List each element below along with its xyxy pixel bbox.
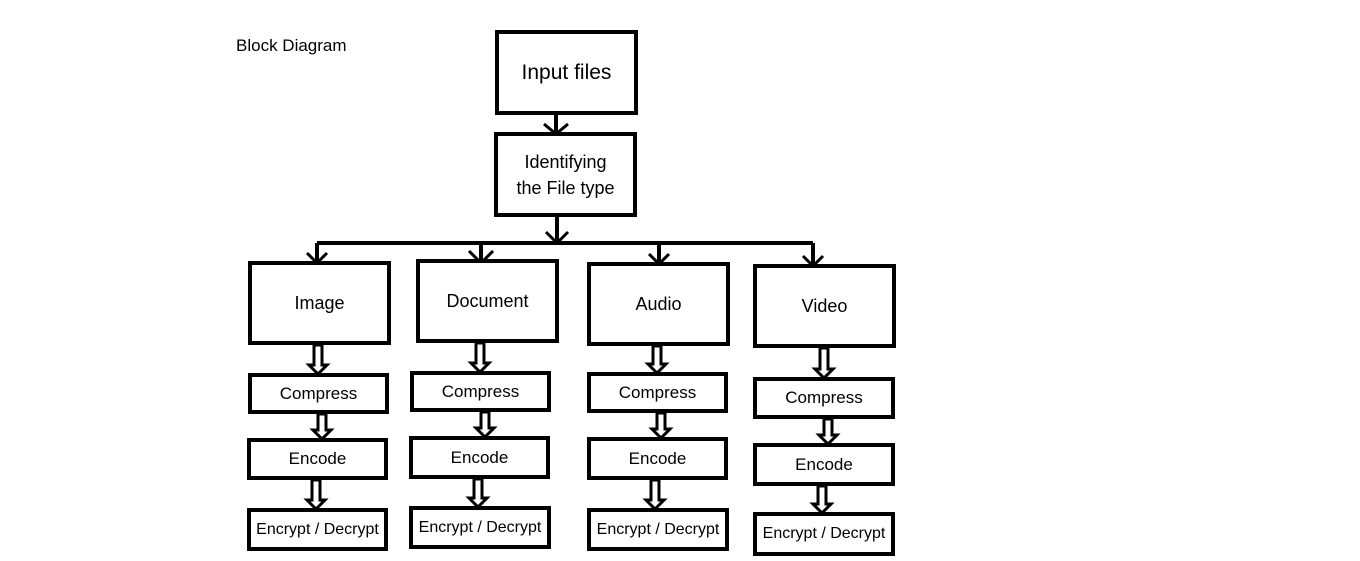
document-encode-box: Encode xyxy=(409,436,550,479)
encode-label: Encode xyxy=(628,448,687,468)
type-label: Audio xyxy=(635,293,682,314)
compress-label: Compress xyxy=(441,381,520,401)
encrypt-decrypt-label: Encrypt / Decrypt xyxy=(762,525,886,542)
compress-label: Compress xyxy=(618,382,697,402)
compress-label: Compress xyxy=(785,388,863,407)
encode-label: Encode xyxy=(795,454,853,474)
down-arrow xyxy=(303,478,329,512)
type-label: Document xyxy=(446,290,529,311)
image-encrypt-decrypt-box: Encrypt / Decrypt xyxy=(247,508,388,551)
image-type-box: Image xyxy=(248,261,391,345)
down-arrow xyxy=(809,484,835,516)
encrypt-decrypt-label: Encrypt / Decrypt xyxy=(256,520,379,538)
down-arrow xyxy=(811,346,837,381)
encode-label: Encode xyxy=(288,449,347,468)
input-files-label: Input files xyxy=(521,60,612,84)
down-arrow xyxy=(642,478,668,512)
document-type-box: Document xyxy=(416,259,559,343)
down-arrow xyxy=(467,341,493,375)
document-encrypt-decrypt-box: Encrypt / Decrypt xyxy=(409,506,551,549)
encode-label: Encode xyxy=(450,447,509,467)
step-arrows xyxy=(303,341,841,516)
image-encode-box: Encode xyxy=(247,438,388,480)
down-arrow xyxy=(815,417,841,447)
type-label: Image xyxy=(294,292,345,313)
encrypt-decrypt-label: Encrypt / Decrypt xyxy=(596,520,720,538)
down-arrow xyxy=(644,344,670,376)
input-files-box: Input files xyxy=(495,30,638,115)
image-compress-box: Compress xyxy=(248,373,389,414)
video-type-box: Video xyxy=(753,264,896,348)
diagram-title: Block Diagram xyxy=(236,36,347,55)
compress-label: Compress xyxy=(279,383,358,403)
audio-encrypt-decrypt-box: Encrypt / Decrypt xyxy=(587,508,729,551)
down-arrow xyxy=(309,412,335,442)
identify-label-line2: the File type xyxy=(516,177,615,198)
identify-label-line1: Identifying xyxy=(524,151,607,172)
document-compress-box: Compress xyxy=(410,371,551,412)
down-arrow xyxy=(305,343,331,377)
audio-compress-box: Compress xyxy=(587,372,728,413)
audio-encode-box: Encode xyxy=(587,437,728,480)
down-arrow xyxy=(472,410,498,440)
type-label: Video xyxy=(801,295,848,316)
encrypt-decrypt-label: Encrypt / Decrypt xyxy=(418,518,542,536)
down-arrow xyxy=(648,411,674,441)
video-encode-box: Encode xyxy=(753,443,895,486)
identify-file-type-box: Identifying the File type xyxy=(494,132,637,217)
video-encrypt-decrypt-box: Encrypt / Decrypt xyxy=(753,512,895,556)
video-compress-box: Compress xyxy=(753,377,895,419)
audio-type-box: Audio xyxy=(587,262,730,346)
down-arrow xyxy=(465,477,491,510)
